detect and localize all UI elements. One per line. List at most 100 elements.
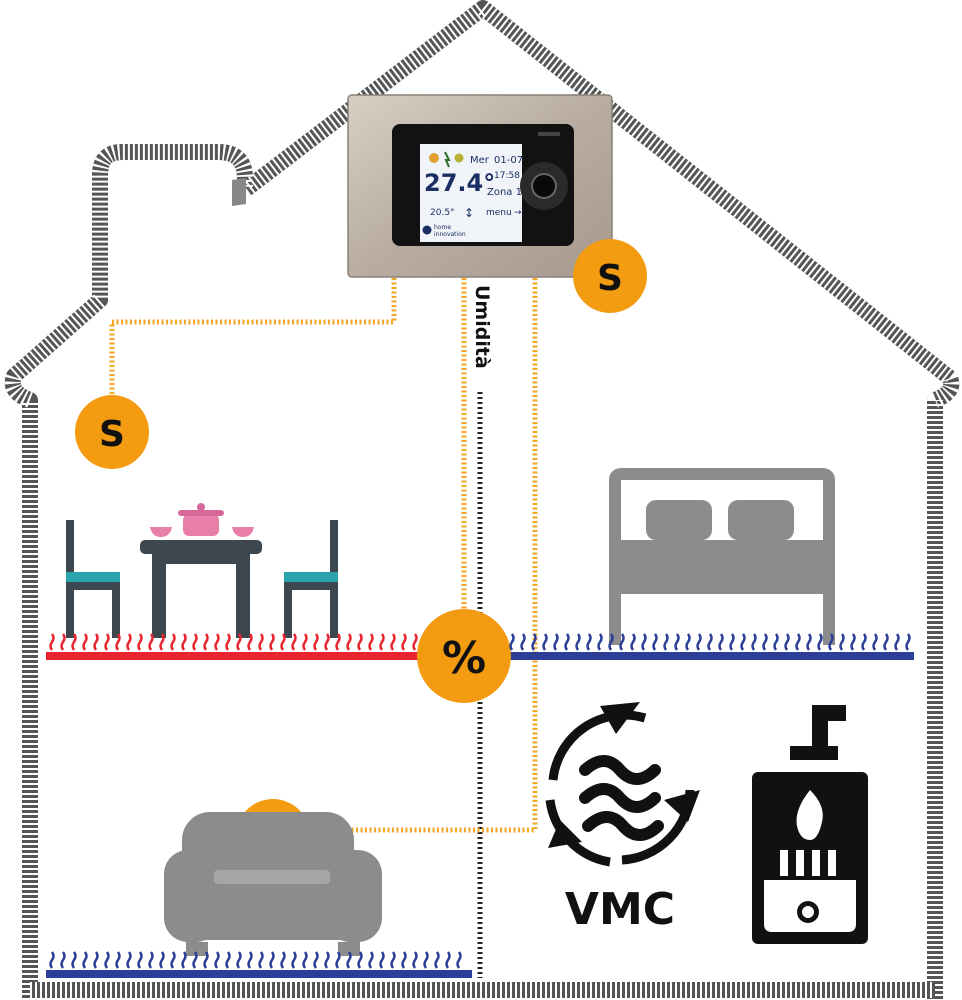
heating-coil — [575, 633, 581, 651]
house-wall — [4, 0, 960, 1000]
heating-coil — [192, 951, 198, 969]
heating-coil — [850, 633, 856, 651]
heating-coil — [839, 633, 845, 651]
heating-coil — [652, 633, 658, 651]
thermostat[interactable]: Mer 01-07 27.4° 17:58 Zona 1 20.5° ↕ men… — [347, 94, 613, 278]
heating-coil — [729, 633, 735, 651]
heating-coil — [641, 633, 647, 651]
heating-coil — [564, 633, 570, 651]
heating-coil — [379, 951, 385, 969]
heating-coil — [597, 633, 603, 651]
heating-coil — [82, 951, 88, 969]
heating-coil — [751, 633, 757, 651]
heating-coil — [531, 633, 537, 651]
heating-coil — [258, 951, 264, 969]
heating-coil — [181, 951, 187, 969]
heating-coil — [357, 633, 363, 651]
heating-coil — [619, 633, 625, 651]
boiler-icon — [752, 705, 868, 944]
heating-coil — [445, 951, 451, 969]
heating-coil — [346, 951, 352, 969]
heating-coil — [82, 633, 88, 651]
screen-menu[interactable]: menu — [486, 208, 512, 218]
heating-coil — [313, 633, 319, 651]
heating-coil — [181, 633, 187, 651]
heating-coil — [291, 633, 297, 651]
heating-coil — [390, 633, 396, 651]
heating-coil — [542, 633, 548, 651]
heating-coil — [247, 951, 253, 969]
heating-coil — [379, 633, 385, 651]
heating-coil — [60, 951, 66, 969]
heating-coil — [159, 951, 165, 969]
heating-coil — [170, 951, 176, 969]
heating-coil — [137, 951, 143, 969]
sofa-icon — [164, 812, 382, 956]
heating-coil — [49, 951, 55, 969]
heating-coil — [509, 633, 515, 651]
heating-coil — [718, 633, 724, 651]
screen-date: 01-07 — [494, 155, 523, 166]
heating-coil — [269, 951, 275, 969]
heating-coil — [225, 951, 231, 969]
heating-coil — [302, 951, 308, 969]
heating-coil — [71, 633, 77, 651]
heating-coil — [126, 951, 132, 969]
heating-coil — [740, 633, 746, 651]
heating-coil — [883, 633, 889, 651]
screen-zone: Zona 1 — [487, 187, 522, 198]
svg-text:S: S — [597, 258, 623, 299]
screen-setpoint: 20.5° — [430, 208, 455, 218]
heating-coil — [674, 633, 680, 651]
heating-coil — [894, 633, 900, 651]
heating-coil — [324, 951, 330, 969]
heating-coil — [236, 951, 242, 969]
sensor-dining: S — [75, 395, 149, 469]
control-knob[interactable] — [531, 173, 557, 199]
flame-icon — [796, 790, 823, 840]
heating-coil — [685, 633, 691, 651]
heating-coil — [390, 951, 396, 969]
updown-arrows-icon[interactable]: ↕ — [464, 206, 474, 220]
leaf-icon — [444, 151, 451, 168]
heating-coil — [225, 633, 231, 651]
heating-coil — [269, 633, 275, 651]
screen-day: Mer — [470, 155, 490, 166]
heating-coil — [148, 633, 154, 651]
bed-icon — [609, 468, 835, 645]
signal-lines — [109, 278, 538, 833]
heating-coil — [148, 951, 154, 969]
heating-coil — [137, 633, 143, 651]
heating-coil — [49, 633, 55, 651]
screen-temperature: 27.4° — [424, 169, 495, 197]
heating-coil — [368, 633, 374, 651]
heating-coil — [828, 633, 834, 651]
heating-coil — [608, 633, 614, 651]
brand-line1: home — [434, 224, 451, 231]
heating-coil — [401, 633, 407, 651]
heating-coil — [203, 633, 209, 651]
heating-coil — [104, 951, 110, 969]
heating-coil — [93, 951, 99, 969]
heating-coil — [291, 951, 297, 969]
heating-coil — [203, 951, 209, 969]
heating-coil — [795, 633, 801, 651]
sensor-thermostat: S — [573, 239, 647, 313]
heating-coil — [115, 951, 121, 969]
heating-coil — [214, 633, 220, 651]
heating-coil — [170, 633, 176, 651]
heating-coil — [104, 633, 110, 651]
heating-coil — [773, 633, 779, 651]
humidity-line-label: Umidità — [471, 285, 493, 369]
heating-coil — [412, 633, 418, 651]
sun-icon — [429, 153, 439, 163]
heating-coil — [214, 951, 220, 969]
brand-logo-icon — [422, 225, 432, 235]
heating-coil — [707, 633, 713, 651]
heating-coil — [553, 633, 559, 651]
humidity-sensor: % — [417, 609, 511, 703]
heating-coil — [630, 633, 636, 651]
heating-coil — [115, 633, 121, 651]
svg-text:S: S — [99, 414, 125, 455]
